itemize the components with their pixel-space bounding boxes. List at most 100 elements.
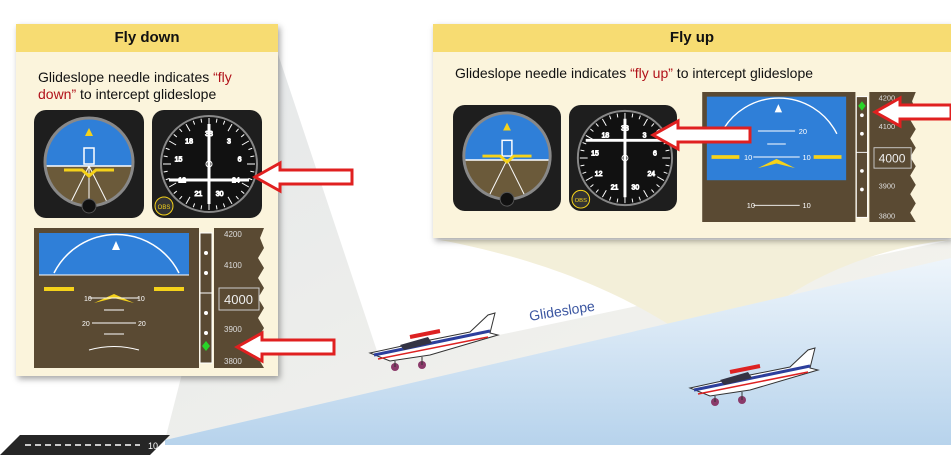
compass-tick xyxy=(585,176,593,181)
altitude-tick: 3800 xyxy=(224,357,242,366)
compass-tick xyxy=(590,128,594,132)
attitude-indicator xyxy=(34,110,144,218)
compass-tick xyxy=(227,196,233,205)
pitch-label: 20 xyxy=(82,321,90,328)
compass-tick xyxy=(222,120,226,125)
compass-label: 12 xyxy=(595,171,603,178)
compass-label: 6 xyxy=(653,151,657,158)
compass-tick xyxy=(248,147,253,151)
compass-label: 30 xyxy=(632,185,640,192)
compass-tick xyxy=(248,177,253,181)
compass-tick xyxy=(241,140,250,146)
altitude-tick: 3800 xyxy=(879,211,895,220)
compass-label: 18 xyxy=(602,133,610,140)
compass-tick xyxy=(200,205,203,210)
compass-tick xyxy=(173,190,178,194)
compass-tick xyxy=(168,140,177,146)
compass-tick xyxy=(163,170,168,173)
fly-up-caption: Glideslope needle indicates “fly up” to … xyxy=(455,65,935,82)
caption-text: to intercept glideslope xyxy=(76,86,217,102)
course-deviation-indicator: 3336243021121518 OBS xyxy=(569,105,677,211)
compass-tick xyxy=(215,118,218,123)
compass-label: 15 xyxy=(175,157,183,164)
compass-tick xyxy=(582,171,587,174)
compass-tick xyxy=(163,155,168,158)
compass-tick xyxy=(616,113,619,118)
compass-label: 3 xyxy=(643,133,647,140)
compass-tick xyxy=(590,184,594,188)
obs-knob-label[interactable]: OBS xyxy=(158,205,171,211)
pointer-arrow xyxy=(650,118,752,152)
compass-tick xyxy=(240,134,245,138)
pitch-label: 10 xyxy=(803,201,811,210)
compass-tick xyxy=(250,155,255,158)
compass-tick xyxy=(631,198,634,203)
primary-flight-display: 10 10 10 10 20 4200 4100 4000 3900 3800 xyxy=(702,92,916,222)
compass-tick xyxy=(235,195,239,200)
compass-tick xyxy=(663,171,668,174)
compass-tick xyxy=(651,123,655,127)
glideslope-wedge xyxy=(165,258,951,445)
compass-tick xyxy=(580,164,585,167)
compass-tick xyxy=(595,189,599,193)
compass-tick xyxy=(638,196,641,201)
compass-tick xyxy=(165,147,170,151)
compass-tick xyxy=(185,123,191,132)
compass-tick xyxy=(168,182,177,188)
compass-tick xyxy=(665,149,670,152)
fly-down-caption: Glideslope needle indicates “fly down” t… xyxy=(38,69,268,103)
primary-flight-display: 10 10 20 20 4200 4100 4000 3900 3800 xyxy=(34,228,264,368)
compass-tick xyxy=(609,115,612,120)
pointer-arrow xyxy=(234,330,336,364)
obs-knob-label[interactable]: OBS xyxy=(575,198,587,204)
fly-down-title: Fly down xyxy=(16,24,278,52)
altitude-tick: 3900 xyxy=(879,182,895,191)
airplane-low xyxy=(688,347,820,406)
pointer-arrow xyxy=(872,95,951,129)
compass-tick xyxy=(595,123,599,127)
compass-tick xyxy=(580,149,585,152)
pitch-label: 10 xyxy=(84,296,92,303)
compass-tick xyxy=(631,113,634,118)
compass-tick xyxy=(643,118,648,126)
pitch-label: 10 xyxy=(803,153,811,162)
caption-highlight: “fly up” xyxy=(630,65,673,81)
compass-tick xyxy=(179,195,183,200)
compass-tick xyxy=(601,118,607,126)
compass-label: 15 xyxy=(591,151,599,158)
attitude-indicator xyxy=(453,105,561,211)
compass-tick xyxy=(200,118,203,123)
altitude-tick: 4200 xyxy=(224,230,242,239)
compass-label: 6 xyxy=(238,157,242,164)
compass-tick xyxy=(601,190,607,198)
compass-tick xyxy=(638,115,641,120)
pitch-label: 10 xyxy=(137,296,145,303)
compass-label: 24 xyxy=(647,171,655,178)
altitude-tick: 3900 xyxy=(224,325,242,334)
pitch-label: 10 xyxy=(744,153,752,162)
course-deviation-indicator: 3336243021121518 OBS xyxy=(152,110,262,218)
compass-tick xyxy=(250,170,255,173)
compass-label: 18 xyxy=(185,138,193,145)
compass-label: 21 xyxy=(194,191,202,198)
caption-text: Glideslope needle indicates xyxy=(455,65,631,81)
altitude-tick: 4100 xyxy=(879,122,895,131)
compass-tick xyxy=(173,134,178,138)
altitude-tick: 4200 xyxy=(879,93,895,102)
compass-tick xyxy=(582,142,587,145)
compass-tick xyxy=(241,182,250,188)
compass-tick xyxy=(240,190,245,194)
compass-tick xyxy=(165,177,170,181)
compass-tick xyxy=(656,184,660,188)
fly-up-title: Fly up xyxy=(433,24,951,52)
caption-highlight: “fly down” xyxy=(38,69,232,102)
compass-tick xyxy=(235,128,239,133)
compass-label: 21 xyxy=(611,185,619,192)
compass-tick xyxy=(609,196,612,201)
compass-tick xyxy=(657,176,665,181)
pitch-label: 20 xyxy=(799,127,807,136)
airplane-high xyxy=(368,312,500,371)
compass-tick xyxy=(643,190,648,198)
compass-tick xyxy=(192,203,196,208)
